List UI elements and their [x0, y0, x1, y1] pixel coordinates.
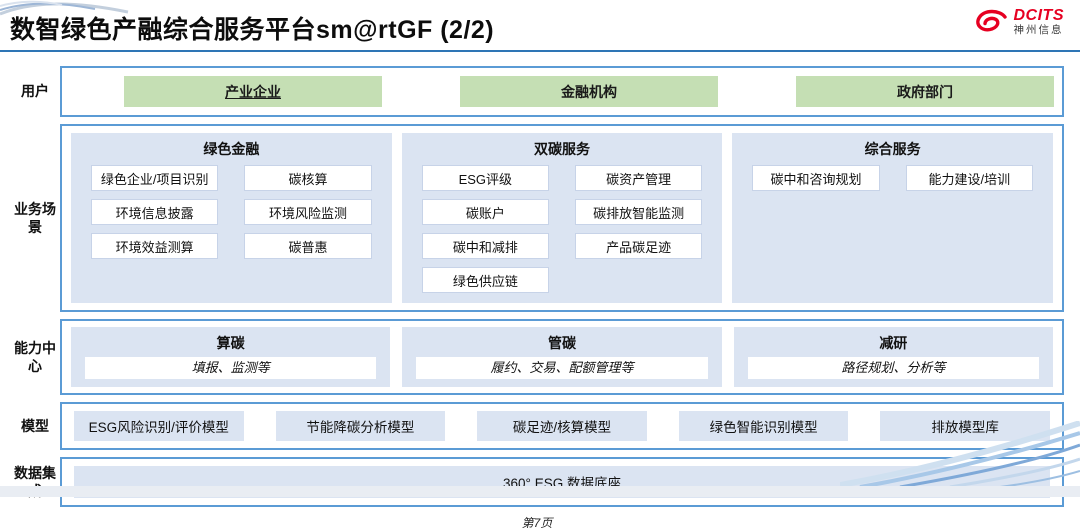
scenario-item: 环境信息披露	[91, 199, 219, 225]
architecture-diagram: 用户 产业企业 金融机构 政府部门 业务场景 绿色金融 绿色企业/项目识别 碳核…	[0, 54, 1080, 531]
bottom-right-swirl-decoration	[840, 421, 1080, 487]
page-number: 第7页	[521, 516, 553, 530]
scenario-item: 环境风险监测	[244, 199, 372, 225]
row-capabilities: 能力中心 算碳 填报、监测等 管碳 履约、交易、配额管理等 减研 路径规划、分析…	[10, 319, 1064, 395]
row-models: 模型 ESG风险识别/评价模型 节能降碳分析模型 碳足迹/核算模型 绿色智能识别…	[10, 402, 1064, 450]
capability-desc: 填报、监测等	[85, 357, 377, 379]
company-logo: DCITS 神州信息	[973, 7, 1065, 36]
slide-header: 数智绿色产融综合服务平台sm@rtGF (2/2) DCITS 神州信息	[0, 0, 1080, 54]
scenario-column-title: 双碳服务	[534, 141, 590, 157]
capability-desc: 履约、交易、配额管理等	[416, 357, 708, 379]
user-label: 产业企业	[225, 83, 281, 100]
scenario-grid: ESG评级 碳资产管理 碳账户 碳排放智能监测 碳中和减排 产品碳足迹 绿色供应…	[402, 161, 723, 303]
top-left-swirl-decoration	[0, 0, 129, 16]
logo-brand-text: DCITS	[1013, 7, 1064, 24]
scenario-item: 碳资产管理	[575, 165, 703, 191]
model-item: ESG风险识别/评价模型	[74, 411, 244, 441]
scenario-item: 碳账户	[421, 199, 549, 225]
scenario-item: 碳核算	[244, 165, 372, 191]
scenario-item: ESG评级	[421, 165, 549, 191]
user-government: 政府部门	[796, 76, 1054, 107]
scenario-grid: 绿色企业/项目识别 碳核算 环境信息披露 环境风险监测 环境效益测算 碳普惠	[71, 161, 392, 303]
logo-company-text: 神州信息	[1013, 23, 1064, 36]
title-underline	[0, 50, 1080, 52]
row-scenarios-label: 业务场景	[14, 200, 56, 235]
capability-carbon-accounting: 算碳 填报、监测等	[71, 327, 391, 387]
row-models-label: 模型	[21, 417, 49, 434]
dcits-swirl-icon	[975, 9, 1007, 32]
row-users-box: 产业企业 金融机构 政府部门	[60, 66, 1064, 117]
user-financial-institution: 金融机构	[460, 76, 718, 107]
scenario-item: 碳中和咨询规划	[752, 165, 880, 191]
row-scenarios-box: 绿色金融 绿色企业/项目识别 碳核算 环境信息披露 环境风险监测 环境效益测算 …	[60, 124, 1064, 312]
capability-desc: 路径规划、分析等	[747, 357, 1039, 379]
capability-carbon-management: 管碳 履约、交易、配额管理等	[402, 327, 722, 387]
scenario-item: 碳排放智能监测	[575, 199, 703, 225]
row-capabilities-box: 算碳 填报、监测等 管碳 履约、交易、配额管理等 减研 路径规划、分析等	[60, 319, 1064, 395]
user-label: 金融机构	[561, 83, 617, 100]
scenario-item: 绿色企业/项目识别	[91, 165, 219, 191]
scenario-item: 产品碳足迹	[575, 233, 703, 259]
scenario-item: 碳中和减排	[421, 233, 549, 259]
row-data-integration-label: 数据集成	[14, 464, 56, 499]
row-capabilities-label: 能力中心	[14, 339, 56, 374]
capability-title: 算碳	[216, 335, 245, 351]
bottom-strip	[0, 486, 1080, 497]
row-users: 用户 产业企业 金融机构 政府部门	[10, 66, 1064, 117]
row-users-label: 用户	[21, 83, 49, 100]
scenario-column-green-finance: 绿色金融 绿色企业/项目识别 碳核算 环境信息披露 环境风险监测 环境效益测算 …	[71, 133, 392, 303]
scenario-item: 碳普惠	[244, 233, 372, 259]
capability-reduction-research: 减研 路径规划、分析等	[733, 327, 1053, 387]
model-item: 排放模型库	[880, 411, 1050, 441]
row-models-box: ESG风险识别/评价模型 节能降碳分析模型 碳足迹/核算模型 绿色智能识别模型 …	[60, 402, 1064, 450]
scenario-item: 能力建设/培训	[905, 165, 1034, 191]
scenario-column-dual-carbon: 双碳服务 ESG评级 碳资产管理 碳账户 碳排放智能监测 碳中和减排 产品碳足迹…	[401, 133, 723, 303]
row-scenarios: 业务场景 绿色金融 绿色企业/项目识别 碳核算 环境信息披露 环境风险监测 环境…	[10, 124, 1064, 312]
model-item: 节能降碳分析模型	[275, 411, 446, 441]
scenario-grid: 碳中和咨询规划 能力建设/培训	[732, 161, 1053, 303]
capability-title: 减研	[879, 335, 908, 351]
user-industry-enterprise: 产业企业	[124, 76, 382, 107]
model-item: 绿色智能识别模型	[678, 411, 849, 441]
page-title: 数智绿色产融综合服务平台sm@rtGF (2/2)	[10, 16, 495, 44]
model-item: 碳足迹/核算模型	[477, 411, 647, 441]
capability-title: 管碳	[547, 335, 576, 351]
scenario-column-title: 绿色金融	[203, 141, 260, 157]
scenario-column-title: 综合服务	[864, 141, 921, 157]
user-label: 政府部门	[897, 83, 953, 100]
scenario-item: 绿色供应链	[421, 267, 549, 293]
scenario-item: 环境效益测算	[91, 233, 219, 259]
scenario-column-comprehensive: 综合服务 碳中和咨询规划 能力建设/培训	[732, 133, 1054, 303]
